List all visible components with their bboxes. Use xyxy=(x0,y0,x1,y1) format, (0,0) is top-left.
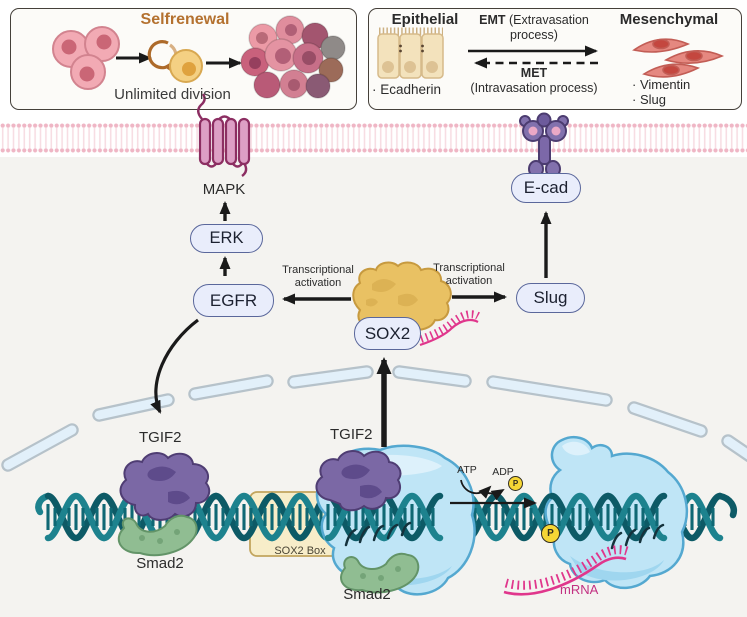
emt-label: EMT (Extravasation process) xyxy=(470,13,598,43)
atp-label: ATP xyxy=(457,464,477,476)
mrna-label: mRNA xyxy=(560,582,599,597)
dna-helix xyxy=(35,492,737,538)
met-label-bold: MET xyxy=(520,66,548,80)
node-slug: Slug xyxy=(516,283,585,313)
epithelial-cells-icon xyxy=(377,27,444,79)
ecadherin-marker: · Ecadherin xyxy=(372,82,442,97)
tgif2-protein-left xyxy=(119,452,211,521)
node-egfr: EGFR xyxy=(193,284,274,317)
met-label-detail: (Intravasation process) xyxy=(470,80,598,95)
slug-marker: · Slug xyxy=(632,92,666,107)
mesenchymal-cells-icon xyxy=(632,38,725,78)
mrna-strand-bottom xyxy=(503,545,629,596)
rna-polymerase-right xyxy=(544,436,689,589)
tgif2-protein-center xyxy=(315,450,402,512)
selfrenewal-title: Selfrenewal xyxy=(140,11,230,28)
smad2-protein-center xyxy=(340,552,420,594)
sox2-protein-blob xyxy=(352,261,452,331)
node-erk: ERK xyxy=(190,224,263,253)
mesenchymal-title: Mesenchymal xyxy=(619,11,719,28)
unlimited-division-caption: Unlimited division xyxy=(114,86,231,103)
tgif2-label-left: TGIF2 xyxy=(139,429,182,446)
adp-label: ADP xyxy=(492,466,514,478)
phosphate-icon-released: P xyxy=(508,476,523,491)
transcriptional-activation-left: Transcriptional activation xyxy=(282,264,354,289)
phosphate-icon-polymerase: P xyxy=(541,524,560,543)
emt-label-detail: (Extravasation process) xyxy=(508,13,589,42)
mapk-label: MAPK xyxy=(202,181,246,198)
emt-label-bold: EMT xyxy=(479,13,506,27)
sox2-box-label: SOX2 Box xyxy=(274,545,326,557)
tgif2-label-center: TGIF2 xyxy=(330,426,373,443)
epithelial-title: Epithelial xyxy=(391,11,459,28)
node-ecad: E-cad xyxy=(511,173,581,203)
mrna-strand-sox2 xyxy=(419,310,480,347)
transcriptional-activation-right: Transcriptional activation xyxy=(433,262,505,287)
arrow-egfr-to-tgif2 xyxy=(150,318,199,414)
node-sox2: SOX2 xyxy=(354,317,421,350)
met-label: MET(Intravasation process) xyxy=(466,66,602,96)
nuclear-envelope xyxy=(1,365,747,472)
e-cadherin-receptor-icon xyxy=(519,112,569,178)
stem-cells-illustration xyxy=(52,15,346,99)
smad2-label-left: Smad2 xyxy=(136,555,184,572)
mapk-receptor-icon xyxy=(197,93,251,177)
smad2-label-center: Smad2 xyxy=(343,586,391,603)
smad2-protein-left xyxy=(117,514,198,557)
atp-adp-reaction xyxy=(450,479,537,509)
vimentin-marker: · Vimentin xyxy=(632,77,691,92)
selfrenewal-cycle-arrow-icon xyxy=(147,40,175,73)
plasma-membrane xyxy=(0,114,747,157)
signal-arrows xyxy=(150,201,552,447)
